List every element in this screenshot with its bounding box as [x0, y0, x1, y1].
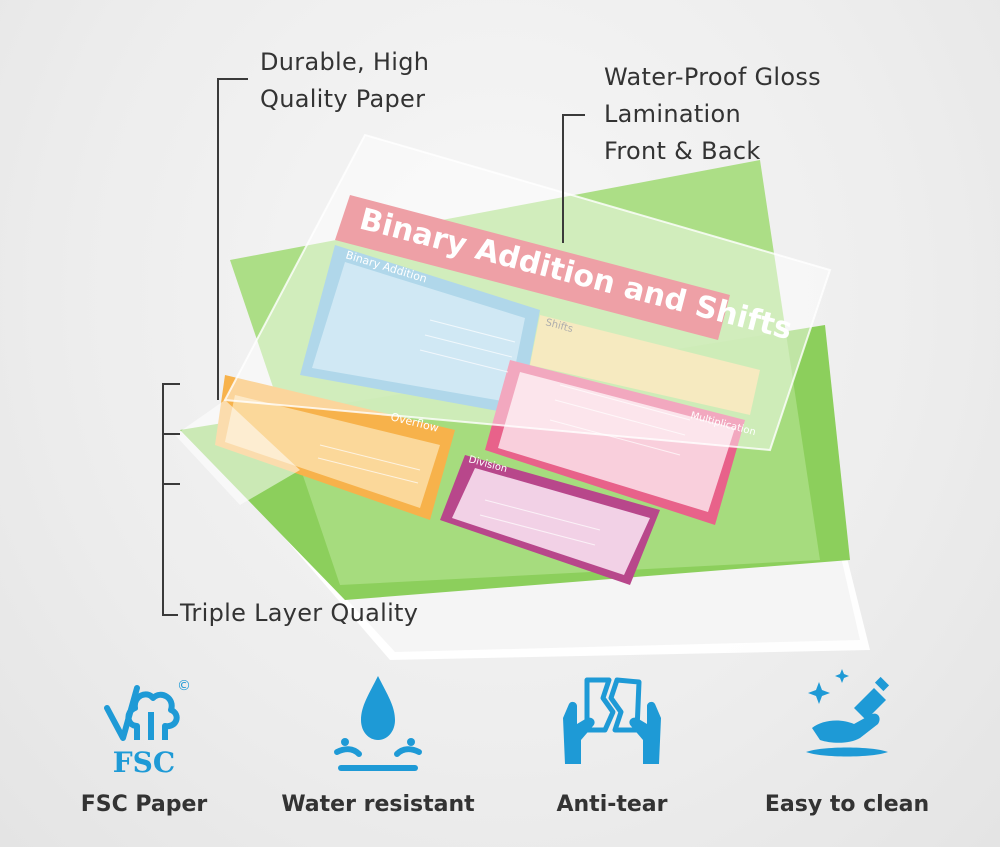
feature-fsc-paper: © FSC FSC Paper: [34, 668, 254, 817]
paper-callout: Durable, High Quality Paper: [260, 44, 429, 118]
torn-paper-hands-icon: [563, 677, 661, 764]
lamination-callout-line: [562, 114, 585, 243]
feature-water-resistant: Water resistant: [268, 668, 488, 817]
feature-label: Water resistant: [281, 792, 475, 817]
feature-anti-tear: Anti-tear: [502, 668, 722, 817]
fsc-mark: ©: [177, 678, 191, 694]
lamination-callout-line1: Water-Proof Gloss: [604, 63, 821, 91]
paper-callout-line1: Durable, High: [260, 48, 430, 76]
lamination-callout: Water-Proof Gloss Lamination Front & Bac…: [604, 59, 821, 170]
cleaning-spray-hand-icon: [806, 669, 890, 757]
feature-label: FSC Paper: [80, 792, 208, 817]
feature-easy-to-clean: Easy to clean: [737, 668, 957, 817]
lamination-callout-line3: Front & Back: [604, 137, 761, 165]
panel-shifts: [530, 315, 760, 415]
fsc-tree-icon: © FSC: [104, 678, 191, 778]
fsc-icon-text: FSC: [113, 746, 175, 778]
lamination-callout-line2: Lamination: [604, 100, 742, 128]
feature-label: Easy to clean: [764, 792, 930, 817]
triple-layer-callout: Triple Layer Quality: [180, 599, 419, 627]
paper-callout-line2: Quality Paper: [260, 85, 426, 113]
front-lamination-layer: [225, 135, 830, 450]
poster-content: Binary Addition and Shifts Binary Additi…: [215, 160, 820, 585]
feature-label: Anti-tear: [556, 792, 668, 817]
poster-title-banner: [335, 195, 730, 340]
paper-callout-line: [217, 78, 248, 400]
water-drop-icon: [334, 676, 422, 771]
triple-layer-bracket: [162, 383, 180, 616]
